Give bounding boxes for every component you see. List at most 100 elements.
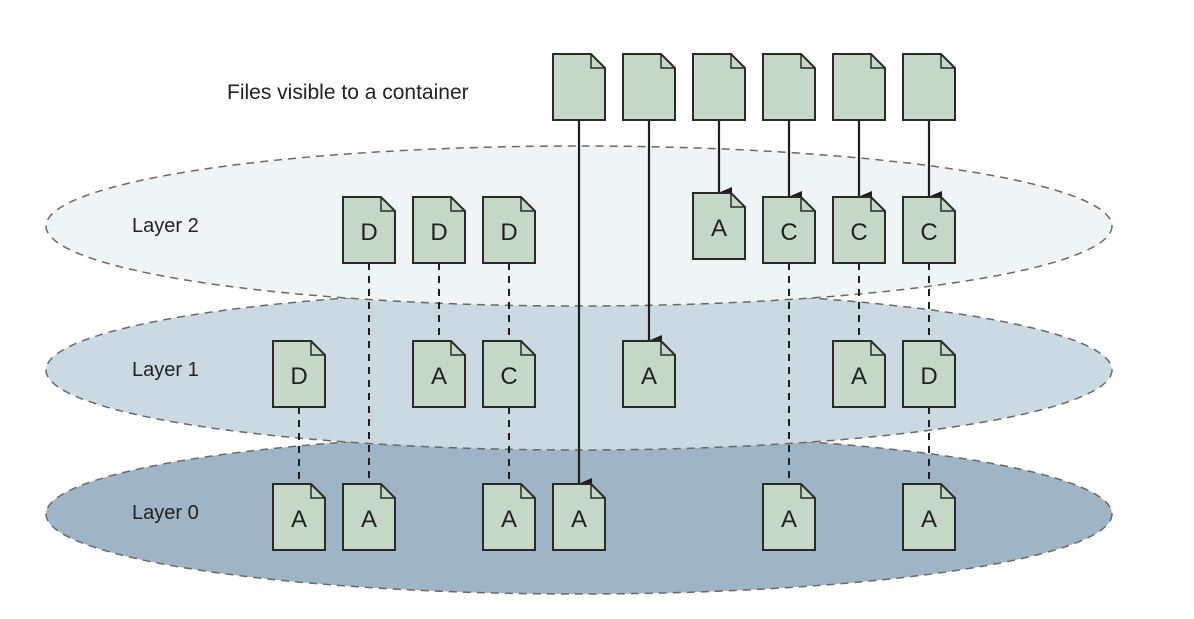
file-icon xyxy=(692,192,746,260)
file-fold-corner xyxy=(310,341,325,356)
file-icon xyxy=(482,340,536,408)
file-icon xyxy=(622,53,676,121)
file-letter: D xyxy=(920,363,937,390)
hidden-file-links xyxy=(298,263,930,484)
file-letter: A xyxy=(501,506,517,533)
visible-file xyxy=(762,53,816,121)
file-fold-corner xyxy=(940,197,955,212)
file-icon xyxy=(342,196,396,264)
file-letter: D xyxy=(290,363,307,390)
file-fold-corner xyxy=(310,484,325,499)
file-fold-corner xyxy=(450,341,465,356)
layer1-label: Layer 1 xyxy=(132,359,199,381)
layer2-file-c: C xyxy=(832,196,886,264)
file-icon xyxy=(762,483,816,551)
file-fold-corner xyxy=(520,341,535,356)
file-letter: C xyxy=(850,219,867,246)
file-letter: D xyxy=(500,219,517,246)
file-letter: A xyxy=(711,215,727,242)
files: D D D A C C C D A C A A D A A A A A A xyxy=(272,53,956,551)
file-letter: C xyxy=(920,219,937,246)
file-letter: C xyxy=(780,219,797,246)
layer0-file-a: A xyxy=(272,483,326,551)
file-letter: A xyxy=(361,506,377,533)
file-fold-corner xyxy=(940,341,955,356)
file-icon xyxy=(832,196,886,264)
file-fold-corner xyxy=(590,54,605,69)
visible-file xyxy=(902,53,956,121)
file-fold-corner xyxy=(800,484,815,499)
file-letter: A xyxy=(921,506,937,533)
file-icon xyxy=(902,196,956,264)
visible-file xyxy=(552,53,606,121)
layer0-file-a: A xyxy=(482,483,536,551)
layer1-file-d: D xyxy=(272,340,326,408)
layer2-file-c: C xyxy=(762,196,816,264)
file-icon xyxy=(902,340,956,408)
file-fold-corner xyxy=(380,197,395,212)
file-icon xyxy=(622,340,676,408)
file-letter: A xyxy=(641,363,657,390)
file-fold-corner xyxy=(800,197,815,212)
layer2-file-a: A xyxy=(692,192,746,260)
file-icon xyxy=(832,53,886,121)
layer1-file-a: A xyxy=(622,340,676,408)
file-fold-corner xyxy=(520,484,535,499)
file-icon xyxy=(482,196,536,264)
file-fold-corner xyxy=(940,484,955,499)
file-fold-corner xyxy=(450,197,465,212)
file-icon xyxy=(342,483,396,551)
layer1-file-d: D xyxy=(902,340,956,408)
visibility-arrows xyxy=(577,120,942,490)
file-letter: A xyxy=(291,506,307,533)
file-icon xyxy=(552,53,606,121)
file-icon xyxy=(692,53,746,121)
file-icon xyxy=(762,53,816,121)
layer0-label: Layer 0 xyxy=(132,502,199,524)
layer2-file-d: D xyxy=(482,196,536,264)
visible-file xyxy=(692,53,746,121)
file-icon xyxy=(762,196,816,264)
file-fold-corner xyxy=(520,197,535,212)
layer2-file-d: D xyxy=(412,196,466,264)
layer0-file-a: A xyxy=(902,483,956,551)
layer2-file-d: D xyxy=(342,196,396,264)
layer0-file-a: A xyxy=(342,483,396,551)
file-fold-corner xyxy=(590,484,605,499)
file-letter: D xyxy=(430,219,447,246)
file-icon xyxy=(412,196,466,264)
layer0-file-a: A xyxy=(762,483,816,551)
layer2-label: Layer 2 xyxy=(132,215,199,237)
file-icon xyxy=(272,483,326,551)
visible-file xyxy=(622,53,676,121)
file-letter: A xyxy=(571,506,587,533)
file-fold-corner xyxy=(870,341,885,356)
file-fold-corner xyxy=(660,341,675,356)
layer2-file-c: C xyxy=(902,196,956,264)
file-letter: A xyxy=(851,363,867,390)
layer1-file-a: A xyxy=(832,340,886,408)
layer1-file-c: C xyxy=(482,340,536,408)
file-letter: A xyxy=(781,506,797,533)
file-letter: A xyxy=(431,363,447,390)
file-icon xyxy=(832,340,886,408)
file-icon xyxy=(272,340,326,408)
file-icon xyxy=(902,53,956,121)
file-letter: C xyxy=(500,363,517,390)
file-icon xyxy=(482,483,536,551)
file-fold-corner xyxy=(870,54,885,69)
layer0-file-a: A xyxy=(552,483,606,551)
file-fold-corner xyxy=(730,54,745,69)
file-fold-corner xyxy=(870,197,885,212)
layer1-file-a: A xyxy=(412,340,466,408)
file-fold-corner xyxy=(940,54,955,69)
file-icon xyxy=(902,483,956,551)
file-fold-corner xyxy=(800,54,815,69)
file-fold-corner xyxy=(660,54,675,69)
file-icon xyxy=(412,340,466,408)
visible-file xyxy=(832,53,886,121)
file-fold-corner xyxy=(730,193,745,208)
file-fold-corner xyxy=(380,484,395,499)
